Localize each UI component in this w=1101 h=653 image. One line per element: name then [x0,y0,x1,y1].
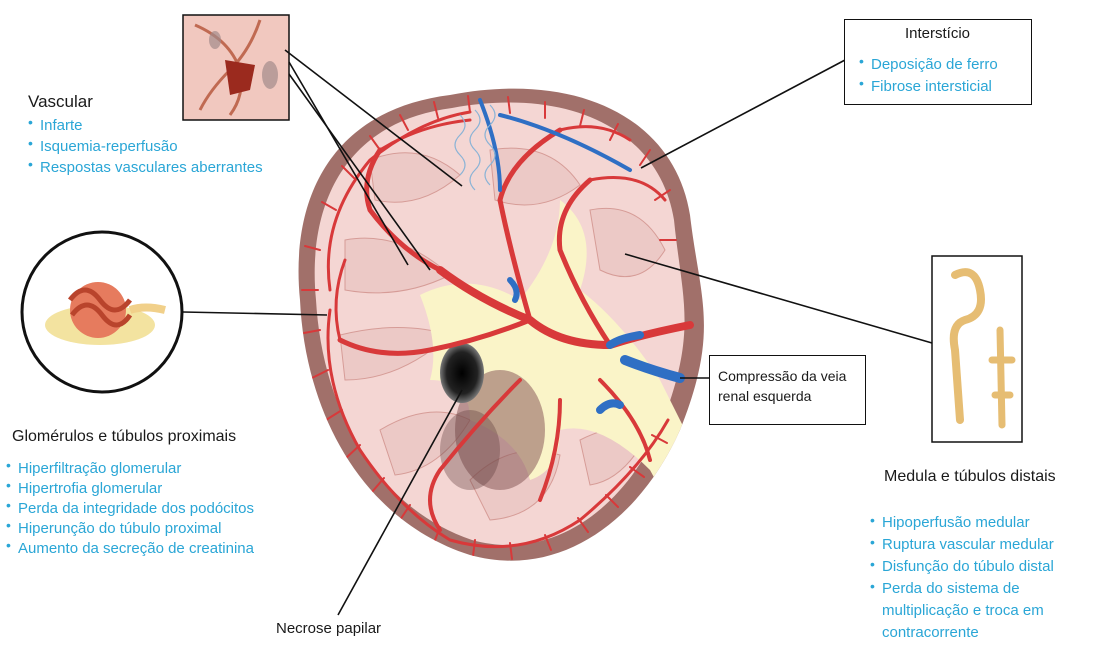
glomerulos-item: Hiperfiltração glomerular [6,460,254,477]
vascular-inset [183,15,289,120]
glomerulus-inset [22,232,182,392]
compressao-box: Compressão da veia renal esquerda [709,355,866,425]
medula-item: Perda do sistema de [870,578,1054,600]
compressao-line2: renal esquerda [718,386,857,406]
glomerulos-list: Hiperfiltração glomerular Hipertrofia gl… [6,460,254,557]
glomerulos-item: Hiperunção do túbulo proximal [6,520,254,537]
tubule-inset [932,256,1022,442]
kidney [299,89,760,590]
medula-item: Ruptura vascular medular [870,534,1054,556]
intersticio-title: Interstício [905,25,970,42]
intersticio-box: Interstício Deposição de ferro Fibrose i… [844,19,1032,105]
medula-item-continuation: contracorrente [870,622,1054,644]
medula-item: Disfunção do túbulo distal [870,556,1054,578]
vascular-list: Infarte Isquemia-reperfusão Respostas va… [28,117,263,176]
vascular-item: Infarte [28,117,263,134]
medula-item: Hipoperfusão medular [870,512,1054,534]
vascular-title: Vascular [28,92,93,112]
glomerulos-title: Glomérulos e túbulos proximais [12,428,236,446]
glomerulos-item: Perda da integridade dos podócitos [6,500,254,517]
vascular-item: Isquemia-reperfusão [28,138,263,155]
intersticio-item: Fibrose intersticial [859,78,998,95]
glomerulos-item: Hipertrofia glomerular [6,480,254,497]
necrose-label: Necrose papilar [276,620,381,637]
medula-item-continuation: multiplicação e troca em [870,600,1054,622]
medula-list: Hipoperfusão medular Ruptura vascular me… [870,512,1054,644]
vascular-item: Respostas vasculares aberrantes [28,159,263,176]
glomerulos-item: Aumento da secreção de creatinina [6,540,254,557]
medula-title: Medula e túbulos distais [884,468,1056,486]
intersticio-list: Deposição de ferro Fibrose intersticial [859,56,998,95]
intersticio-item: Deposição de ferro [859,56,998,73]
compressao-line1: Compressão da veia [718,366,857,386]
